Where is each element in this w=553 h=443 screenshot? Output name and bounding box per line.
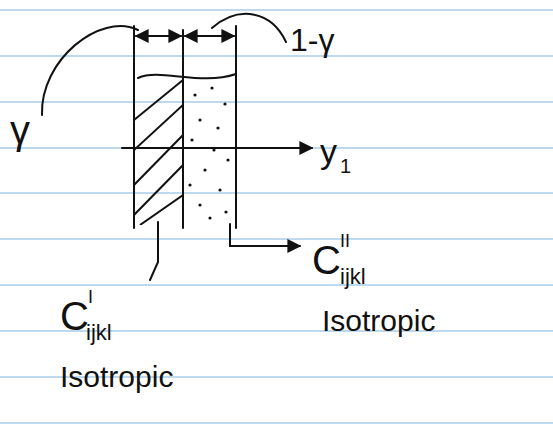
dimension-label: γ xyxy=(10,110,30,150)
material-note: Isotropic xyxy=(60,362,173,392)
dots xyxy=(188,86,229,219)
axis-label: y xyxy=(320,134,337,168)
notebook-lines xyxy=(0,10,553,423)
stiffness-subscript: ijkl xyxy=(340,266,366,288)
stiffness-symbol: C xyxy=(60,296,89,336)
dimension-label: 1-γ xyxy=(290,24,334,56)
stiffness-superscript: II xyxy=(340,232,350,250)
hatching xyxy=(134,80,183,225)
material-note: Isotropic xyxy=(322,306,435,336)
layers xyxy=(42,14,312,280)
stiffness-symbol: C xyxy=(312,240,341,280)
stiffness-subscript: ijkl xyxy=(86,322,112,344)
stiffness-superscript: I xyxy=(88,288,93,306)
axis-subscript: 1 xyxy=(340,156,351,176)
